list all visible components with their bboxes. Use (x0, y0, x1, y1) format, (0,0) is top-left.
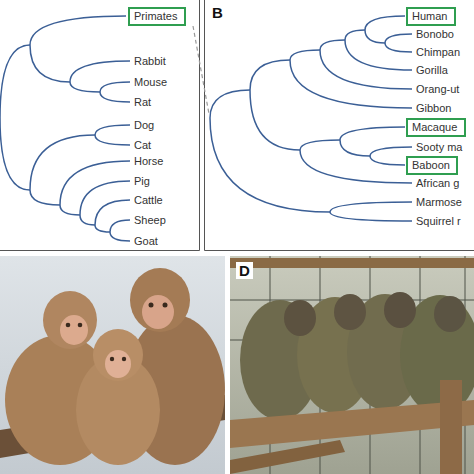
macaque-photo (0, 256, 225, 474)
species-label: Gorilla (416, 64, 448, 77)
species-label: Rat (134, 96, 151, 109)
species-label: Sooty ma (416, 141, 462, 154)
highlight-box: Primates (128, 7, 186, 26)
species-label: Cat (134, 139, 151, 152)
species-label: Chimpan (416, 46, 460, 59)
species-label: Horse (134, 155, 163, 168)
species-label: Sheep (134, 214, 166, 227)
panel-frame (0, 0, 474, 251)
highlight-box: Macaque (406, 118, 466, 137)
species-label: Dog (134, 119, 154, 132)
panel-letter: D (236, 262, 253, 279)
species-label: Baboon (412, 159, 452, 172)
species-label: Macaque (412, 121, 460, 134)
species-label: Goat (134, 235, 158, 248)
baboon-photo (230, 256, 474, 474)
highlight-box: Human (406, 7, 456, 26)
species-label: Orang-ut (416, 83, 459, 96)
highlight-box: Baboon (406, 156, 458, 175)
species-label: Gibbon (416, 102, 451, 115)
species-label: Marmose (416, 196, 462, 209)
species-label: Rabbit (134, 55, 166, 68)
panel-letter: B (212, 4, 223, 21)
species-label: Primates (134, 10, 180, 23)
species-label: Cattle (134, 194, 163, 207)
species-label: Pig (134, 175, 150, 188)
species-label: Bonobo (416, 28, 454, 41)
species-label: Squirrel r (416, 215, 461, 228)
species-label: Mouse (134, 76, 167, 89)
phylogenetic-tree (210, 16, 412, 221)
species-label: Human (412, 10, 450, 23)
zoom-line (193, 26, 209, 114)
species-label: African g (416, 177, 459, 190)
phylogenetic-tree (0, 16, 130, 241)
